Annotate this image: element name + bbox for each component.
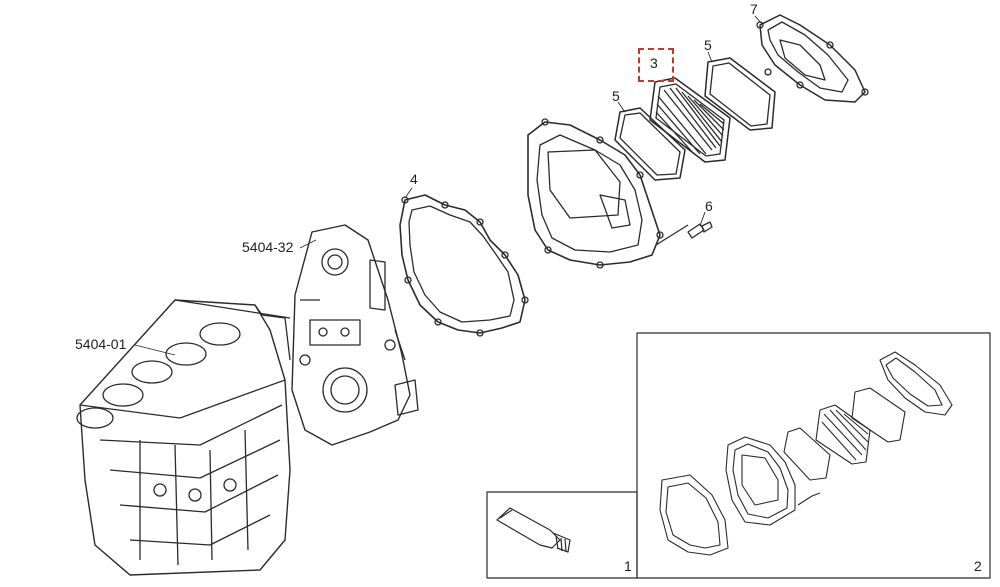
label-gasket-4: 4 [410, 171, 418, 187]
engine-block-part[interactable] [76, 299, 291, 576]
sealant-tube-icon [496, 507, 571, 553]
kit-1-box[interactable] [486, 491, 638, 579]
kit-2-thumbnail [659, 351, 953, 556]
housing-part[interactable] [527, 118, 689, 269]
label-kit-2: 2 [974, 558, 982, 574]
label-block-5404-01: 5404-01 [75, 336, 127, 352]
bolt-6-part[interactable] [687, 221, 713, 239]
label-filter-3: 3 [650, 55, 658, 71]
selected-part-highlight[interactable] [638, 48, 674, 82]
gasket-5-lower-part[interactable] [614, 107, 686, 181]
label-cover-7: 7 [750, 1, 758, 17]
leader-lines [134, 15, 763, 356]
front-cover-part[interactable] [291, 224, 419, 446]
kit-2-box[interactable] [636, 332, 991, 579]
label-front-cover-5404-32: 5404-32 [242, 239, 294, 255]
label-bolt-6: 6 [705, 198, 713, 214]
gasket-5-upper-part[interactable] [704, 57, 776, 131]
cover-7-part[interactable] [756, 14, 869, 103]
label-kit-1: 1 [624, 558, 632, 574]
label-gasket-5-upper: 5 [704, 37, 712, 53]
gasket-4-part[interactable] [399, 194, 529, 337]
label-gasket-5-lower: 5 [612, 88, 620, 104]
filter-3-part[interactable] [649, 77, 731, 163]
